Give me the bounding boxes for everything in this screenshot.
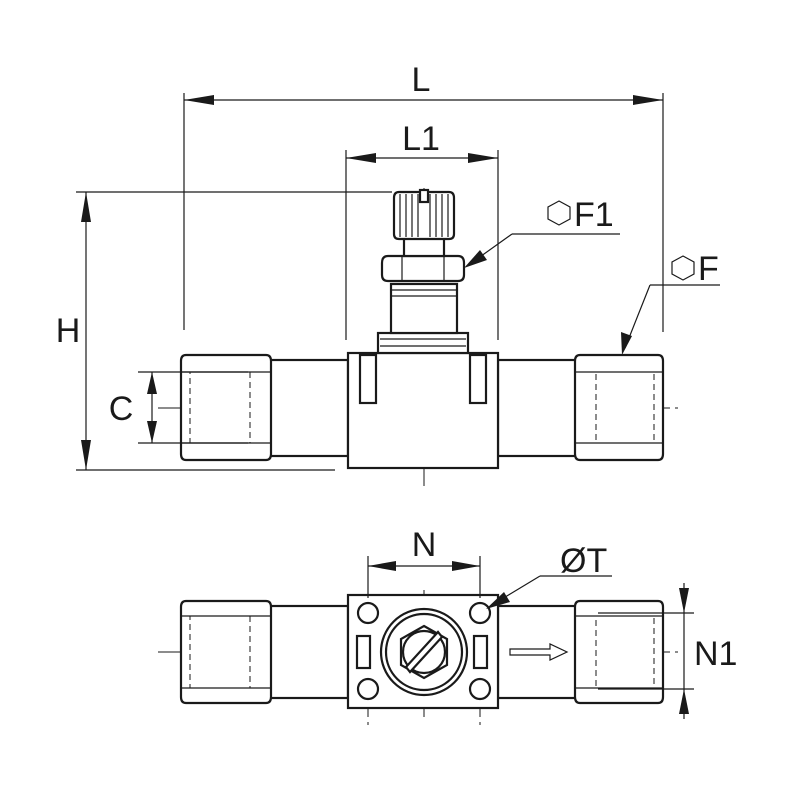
label-N: N bbox=[412, 526, 437, 564]
mounting-hole bbox=[468, 601, 492, 625]
callout-F bbox=[621, 284, 720, 355]
label-H: H bbox=[56, 312, 81, 350]
knob-neck bbox=[402, 236, 446, 258]
top-right-tube bbox=[496, 604, 580, 700]
bonnet-base bbox=[376, 331, 470, 355]
dimension-N bbox=[367, 556, 481, 598]
dimension-N1 bbox=[598, 583, 694, 719]
label-F1: F1 bbox=[574, 196, 614, 234]
screw-slot bbox=[404, 630, 444, 674]
label-C: C bbox=[109, 390, 134, 428]
label-F: F bbox=[698, 250, 719, 288]
mounting-hole bbox=[356, 601, 380, 625]
hexagon-icon bbox=[547, 200, 571, 226]
dimension-L1 bbox=[345, 150, 499, 340]
label-L: L bbox=[412, 61, 431, 99]
label-N1: N1 bbox=[694, 635, 737, 673]
top-slot-left bbox=[355, 634, 372, 670]
dimension-C bbox=[138, 371, 248, 444]
body-slot-right bbox=[468, 353, 488, 405]
right-nut bbox=[573, 353, 665, 462]
right-tube bbox=[496, 358, 580, 458]
label-L1: L1 bbox=[402, 120, 440, 158]
valve-stem bbox=[389, 282, 459, 335]
top-left-tube bbox=[268, 604, 350, 700]
dimension-L bbox=[183, 93, 664, 332]
callout-T bbox=[486, 575, 612, 609]
knob-screw-slot bbox=[418, 188, 430, 204]
left-nut bbox=[179, 353, 273, 462]
label-T: ØT bbox=[560, 542, 607, 580]
lock-nut bbox=[380, 254, 466, 283]
mounting-hole bbox=[356, 677, 380, 701]
callout-F1 bbox=[464, 233, 620, 268]
top-right-nut bbox=[573, 599, 665, 705]
adjustment-knob bbox=[392, 188, 456, 241]
top-slot-right bbox=[472, 634, 489, 670]
dimension-H bbox=[76, 191, 392, 471]
left-tube bbox=[268, 358, 350, 458]
body-slot-left bbox=[358, 353, 378, 405]
top-left-nut bbox=[179, 599, 273, 705]
mounting-hole bbox=[468, 677, 492, 701]
front-view: L L1 H C bbox=[56, 61, 720, 486]
top-view: N ØT N1 bbox=[158, 526, 737, 728]
flow-arrow-icon bbox=[509, 643, 569, 661]
hexagon-icon bbox=[671, 255, 695, 281]
